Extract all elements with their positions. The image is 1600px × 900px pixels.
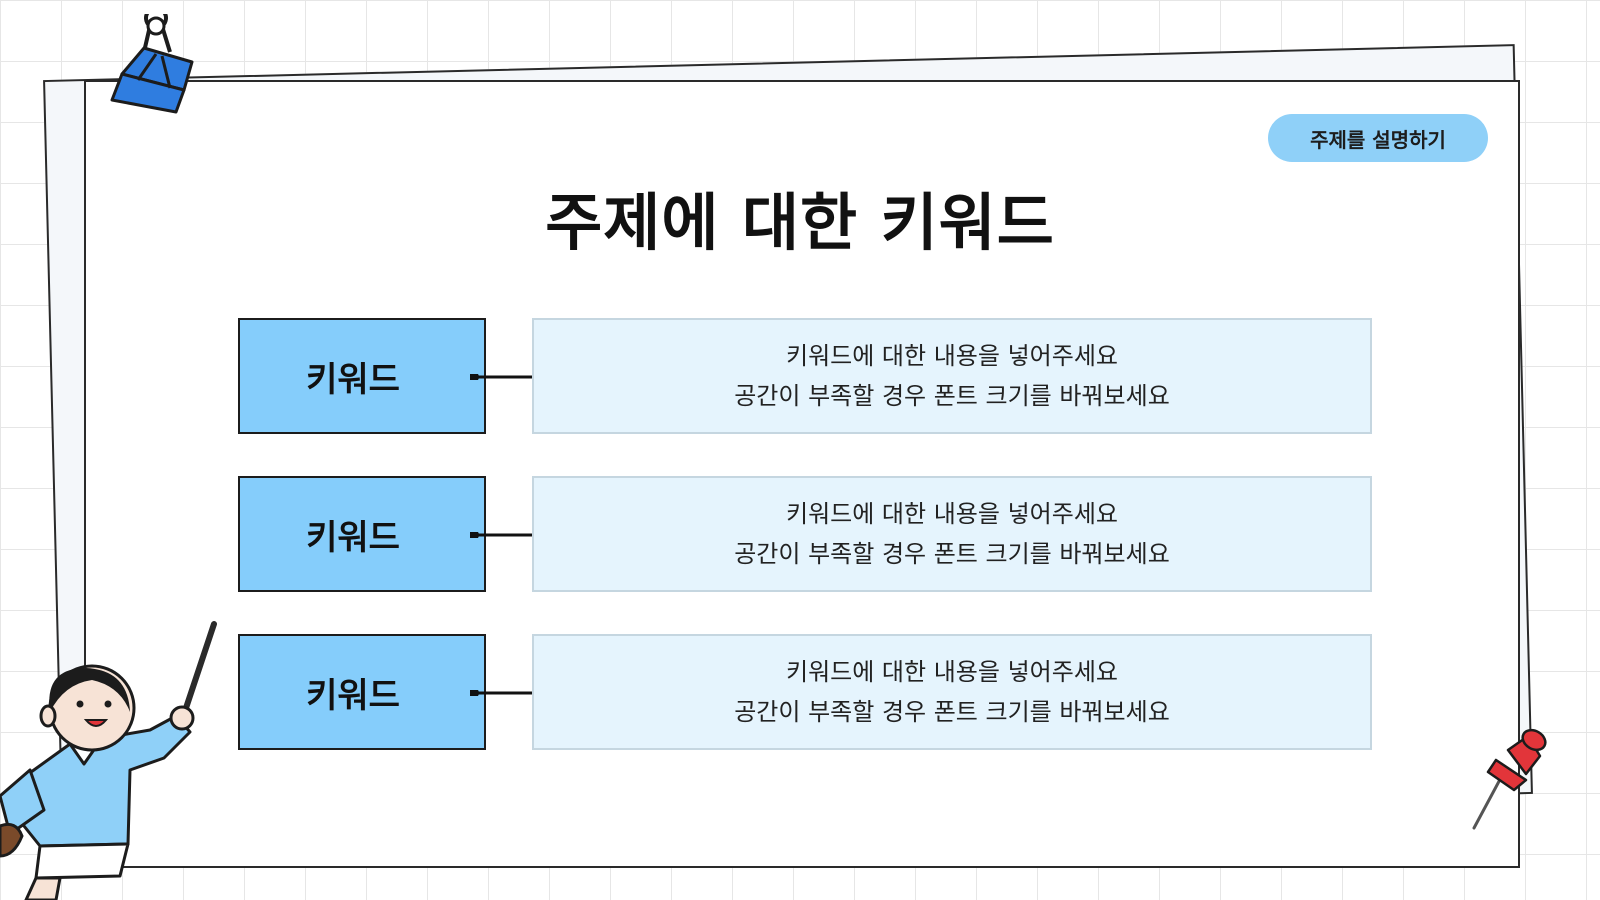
- push-pin-icon: [1472, 728, 1547, 830]
- topic-badge: 주제를 설명하기: [1268, 114, 1488, 162]
- description-box: 키워드에 대한 내용을 넣어주세요 공간이 부족할 경우 폰트 크기를 바꿔보세…: [532, 318, 1372, 434]
- keyword-label: 키워드: [306, 675, 400, 716]
- keyword-row: 키워드 키워드에 대한 내용을 넣어주세요 공간이 부족할 경우 폰트 크기를 …: [238, 634, 1378, 754]
- description-line-2: 공간이 부족할 경우 폰트 크기를 바꿔보세요: [734, 540, 1170, 568]
- description-line-1: 키워드에 대한 내용을 넣어주세요: [785, 342, 1118, 370]
- description-line-2: 공간이 부족할 경우 폰트 크기를 바꿔보세요: [734, 698, 1170, 726]
- keyword-row: 키워드 키워드에 대한 내용을 넣어주세요 공간이 부족할 경우 폰트 크기를 …: [238, 476, 1378, 596]
- binder-clip-icon: [110, 14, 194, 114]
- keyword-box: [238, 318, 486, 434]
- keyword-row: 키워드 키워드에 대한 내용을 넣어주세요 공간이 부족할 경우 폰트 크기를 …: [238, 318, 1378, 438]
- keyword-label: 키워드: [306, 359, 400, 400]
- description-box: 키워드에 대한 내용을 넣어주세요 공간이 부족할 경우 폰트 크기를 바꿔보세…: [532, 476, 1372, 592]
- keyword-box: [238, 476, 486, 592]
- child-with-pointer-illustration: [0, 621, 217, 900]
- description-line-2: 공간이 부족할 경우 폰트 크기를 바꿔보세요: [734, 382, 1170, 410]
- keyword-label: 키워드: [306, 517, 400, 558]
- description-line-1: 키워드에 대한 내용을 넣어주세요: [785, 500, 1118, 528]
- slide-title: 주제에 대한 키워드: [545, 186, 1055, 259]
- description-line-1: 키워드에 대한 내용을 넣어주세요: [785, 658, 1118, 686]
- topic-badge-label: 주제를 설명하기: [1310, 127, 1446, 152]
- description-box: 키워드에 대한 내용을 넣어주세요 공간이 부족할 경우 폰트 크기를 바꿔보세…: [532, 634, 1372, 750]
